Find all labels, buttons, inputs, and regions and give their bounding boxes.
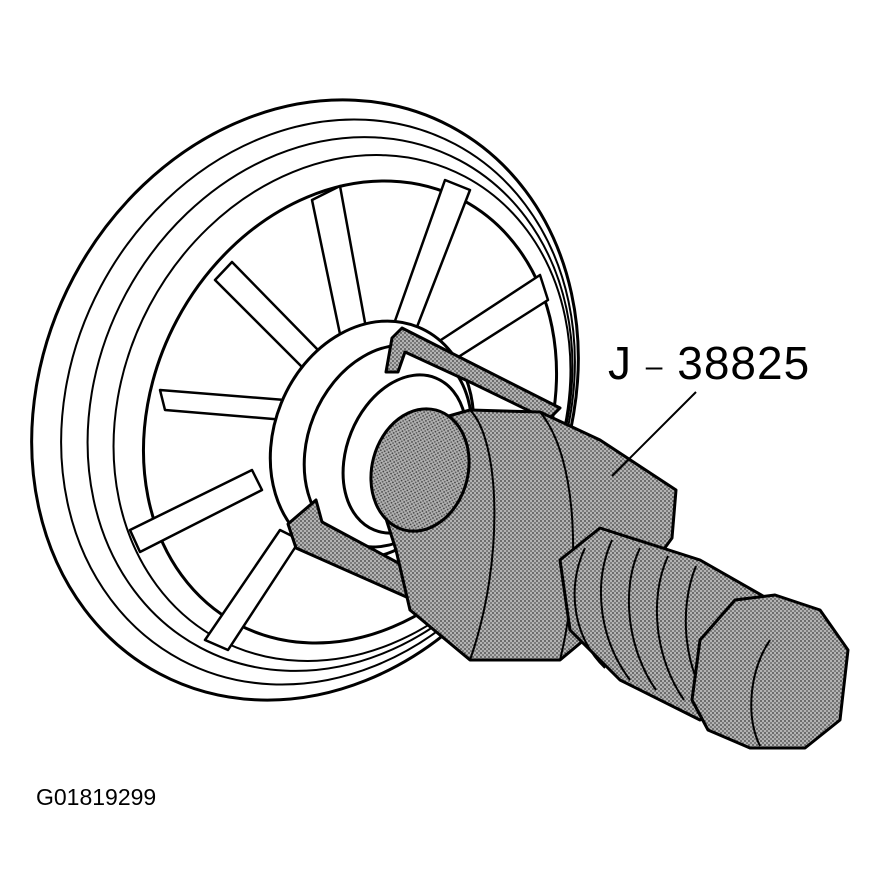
screw-head-edge [750, 639, 771, 747]
puller-tool [286, 326, 850, 750]
screw-thread [600, 539, 631, 681]
screw-thread [655, 555, 685, 701]
tool-body-facet [469, 409, 496, 661]
screw-thread [627, 547, 657, 691]
tool-callout-label: J – 38825 [608, 336, 810, 390]
callout-number: 38825 [677, 337, 811, 389]
upper-jaw [384, 326, 562, 422]
spoke [128, 468, 264, 554]
tool-body-front [369, 407, 471, 533]
screw-thread [573, 547, 606, 669]
callout-prefix: J [608, 337, 632, 389]
pulley-wheel [30, 98, 580, 702]
callout-leader-line [611, 391, 697, 477]
callout-dash: – [645, 349, 664, 383]
figure-id: G01819299 [36, 784, 157, 810]
tool-body-facet [599, 439, 677, 491]
tool-body-facet [539, 411, 575, 661]
screw-head [690, 593, 850, 750]
